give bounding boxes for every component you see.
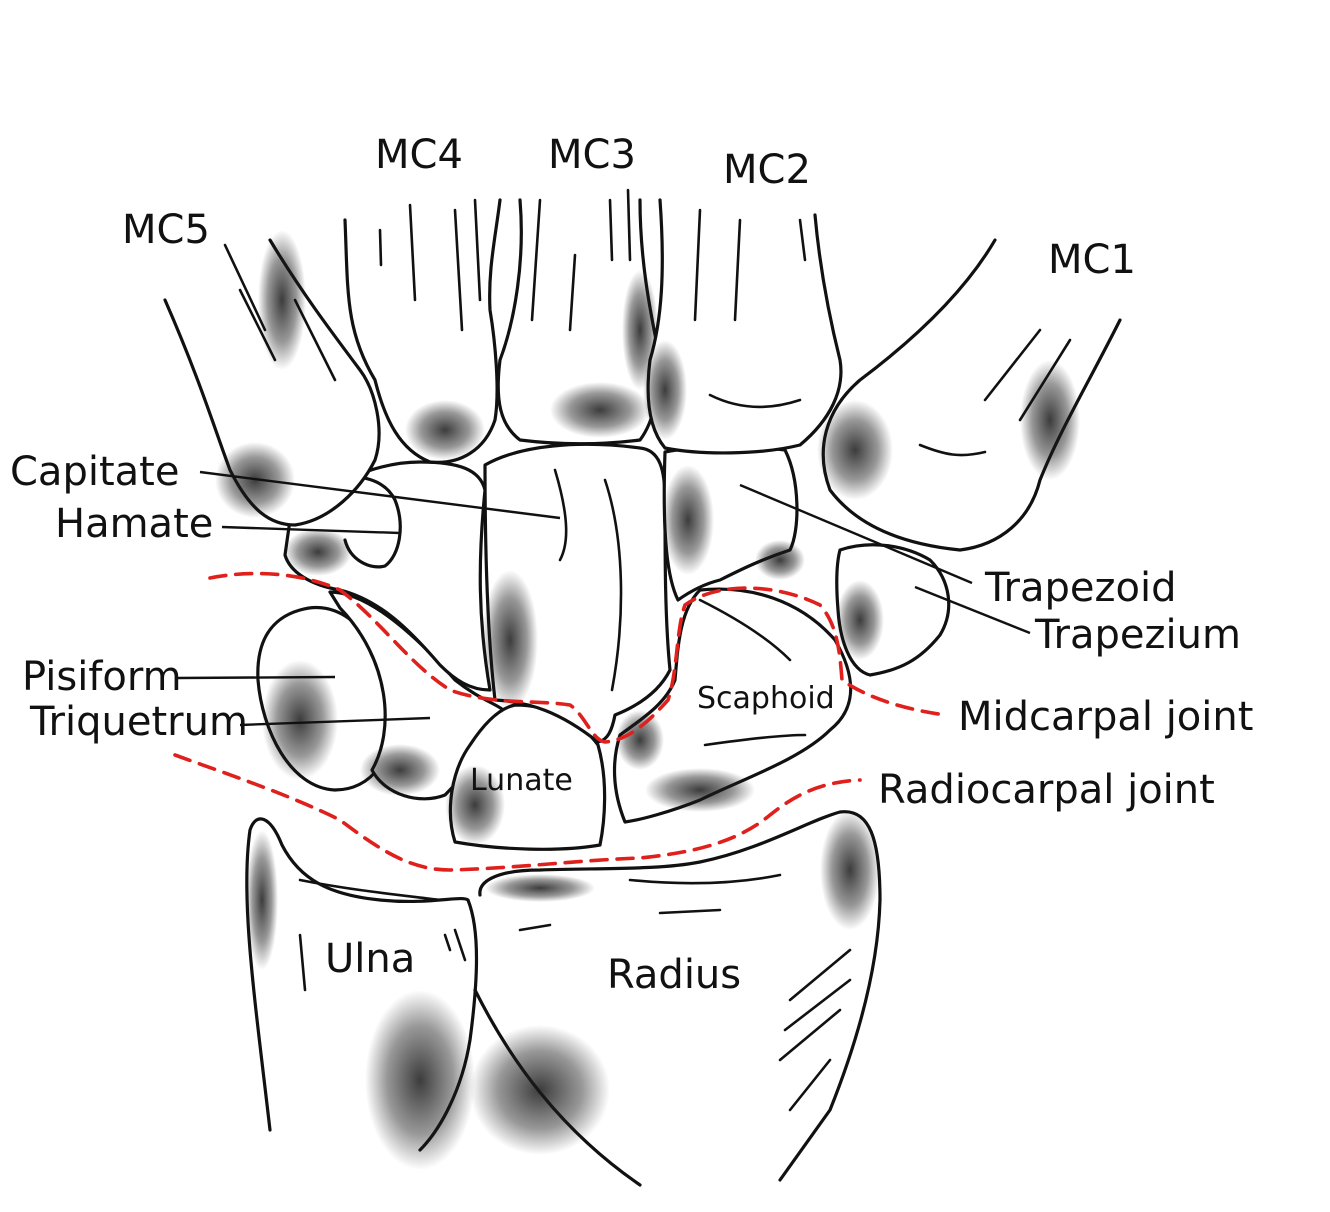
ulna-bone [245, 817, 479, 1170]
label-mc5: MC5 [122, 207, 210, 253]
label-capitate: Capitate [10, 449, 179, 495]
label-mc4: MC4 [375, 132, 463, 178]
label-mc2: MC2 [723, 147, 811, 193]
lunate-bone [445, 703, 607, 851]
trapezoid-bone [662, 444, 805, 602]
label-scaphoid: Scaphoid [697, 681, 835, 716]
label-pisiform: Pisiform [22, 654, 182, 700]
capitate-bone [482, 442, 672, 744]
midcarpal-joint-line [208, 571, 947, 744]
label-trapezoid: Trapezoid [984, 565, 1176, 611]
label-radiocarpal-joint: Radiocarpal joint [878, 767, 1215, 813]
label-midcarpal-joint: Midcarpal joint [958, 694, 1253, 740]
trapezium-leader [914, 585, 1031, 635]
trapezium-bone [835, 543, 951, 677]
metacarpal-2 [643, 198, 843, 455]
label-mc1: MC1 [1048, 237, 1136, 283]
capitate-leader [199, 470, 561, 520]
label-trapezium: Trapezium [1034, 612, 1241, 658]
label-mc3: MC3 [548, 132, 636, 178]
label-hamate: Hamate [55, 501, 213, 547]
radius-bone [298, 810, 882, 1187]
pisiform-leader [177, 675, 336, 680]
pisiform-bone [256, 606, 395, 792]
scaphoid-bone [612, 587, 853, 824]
triquetrum-leader [239, 716, 431, 727]
label-lunate: Lunate [470, 763, 573, 798]
label-triquetrum: Triquetrum [29, 699, 248, 745]
hamate-leader [221, 525, 401, 535]
label-ulna: Ulna [325, 936, 415, 982]
metacarpal-1 [817, 238, 1122, 552]
radiocarpal-joint-line [173, 753, 862, 872]
metacarpal-3 [496, 188, 660, 446]
metacarpal-4 [343, 198, 502, 464]
label-radius: Radius [607, 952, 741, 998]
trapezoid-leader [739, 483, 973, 585]
